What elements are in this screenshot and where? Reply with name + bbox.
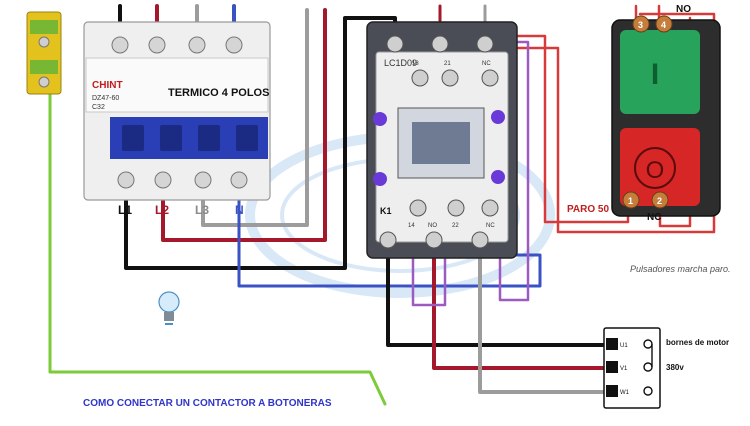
motor-terminal-block	[603, 327, 661, 409]
circuit-breaker	[83, 21, 271, 201]
wire-l3	[201, 8, 309, 227]
contactor-top-nc: NC	[482, 61, 491, 67]
pushbutton-terminal-3: 3	[638, 20, 643, 30]
wire-w	[478, 226, 614, 394]
breaker-brand: CHINT	[92, 80, 123, 91]
contactor-top-screws	[386, 35, 499, 87]
breaker-terminal-l3: L3	[195, 203, 209, 217]
motor-label: bornes de motor	[666, 338, 729, 347]
pushbutton-station	[611, 15, 721, 217]
motor-terminal-w1: W1	[620, 390, 630, 396]
pushbutton-terminal-1: 1	[628, 196, 633, 206]
start-symbol: I	[651, 58, 659, 91]
pushbutton-bottom-state: NC	[647, 212, 661, 223]
pushbutton-top-state: NO	[676, 4, 691, 15]
wire-l2	[161, 8, 327, 242]
stop-symbol: O	[646, 157, 665, 184]
motor-terminal-u1: U1	[620, 343, 628, 349]
stop-ring	[634, 147, 676, 189]
contactor-model: LC1D09	[384, 58, 417, 68]
contactor-bottom-no: NO	[428, 223, 437, 229]
pushbutton-terminal-4: 4	[661, 20, 666, 30]
breaker-model: DZ47-60	[92, 95, 119, 102]
contactor	[366, 21, 518, 259]
breaker-terminal-l2: L2	[155, 203, 169, 217]
contactor-bottom-14: 14	[408, 223, 415, 229]
breaker-bottom-screws	[117, 171, 248, 189]
contactor-bottom-screws	[379, 199, 499, 249]
earth-terminal	[26, 11, 62, 95]
wire-n	[237, 196, 542, 288]
contactor-top-13: 13	[412, 61, 419, 67]
breaker-terminal-n: N	[235, 203, 244, 217]
contactor-bottom-22: 22	[452, 223, 459, 229]
labels: CHINT DZ47-60 C32 TERMICO 4 POLOS L1 L2 …	[83, 4, 731, 409]
motor-terminal-v1: V1	[620, 366, 628, 372]
contactor-top-21: 21	[444, 61, 451, 67]
aux-wire-b	[411, 230, 447, 307]
pushbutton-caption: Pulsadores marcha paro.	[630, 264, 731, 274]
breaker-terminal-l1: L1	[118, 203, 132, 217]
page-caption: COMO CONECTAR UN CONTACTOR A BOTONERAS	[83, 398, 332, 409]
contactor-bottom-nc: NC	[486, 223, 495, 229]
lightbulb-icon	[158, 291, 180, 325]
breaker-top-screws	[111, 36, 243, 54]
stop-label: PARO 50	[567, 204, 609, 215]
pushbutton-terminal-2: 2	[657, 196, 662, 206]
wire-u	[386, 226, 614, 347]
wire-v	[432, 226, 614, 370]
breaker-title: TERMICO 4 POLOS	[168, 87, 269, 99]
contactor-coil-label: K1	[380, 206, 392, 216]
earth-wire	[48, 90, 387, 406]
breaker-rating: C32	[92, 104, 105, 111]
motor-voltage: 380v	[666, 363, 684, 372]
